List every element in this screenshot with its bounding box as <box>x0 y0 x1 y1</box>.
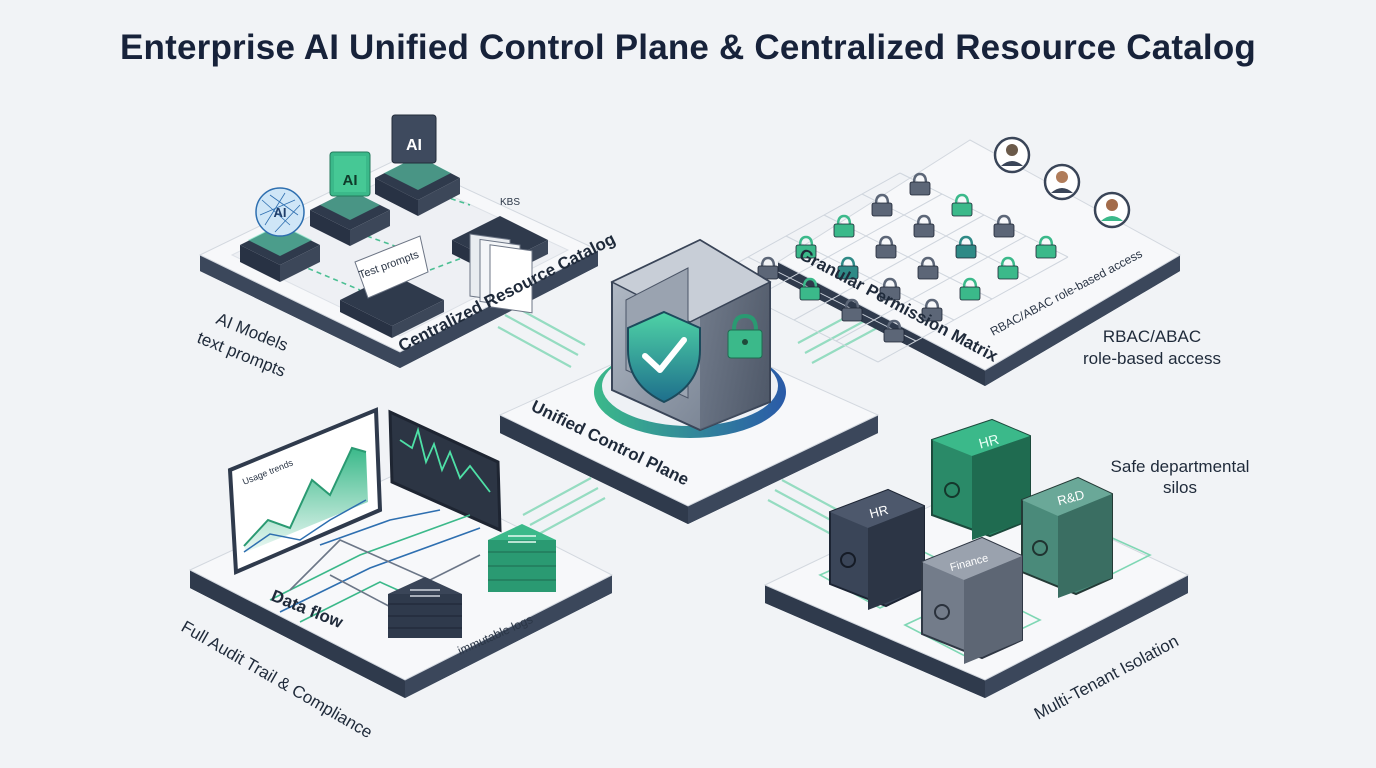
vault-hr-green-label: HR <box>977 431 1001 452</box>
vault-rnd: R&D <box>1021 476 1113 598</box>
vault-hr-dark-label: HR <box>868 502 890 521</box>
ai-chip-green: AI <box>310 151 390 246</box>
permission-lock-grid <box>709 172 1069 363</box>
lock-icon <box>917 256 939 280</box>
lock-icon <box>955 235 977 259</box>
lock-icon <box>757 256 779 280</box>
lock-icon <box>959 277 981 301</box>
avatar-1 <box>993 136 1031 174</box>
vault-rnd-label: R&D <box>1056 487 1086 509</box>
connector-catalog <box>497 304 586 368</box>
lock-icon <box>833 214 855 238</box>
lock-icon <box>837 256 859 280</box>
kb-doc-label: KBS <box>500 197 520 208</box>
lock-icon <box>883 319 905 343</box>
lock-icon <box>875 235 897 259</box>
ai-chip-dark-label: AI <box>406 137 422 154</box>
trend-monitor: Usage trends <box>227 407 383 575</box>
connector-audit <box>522 477 606 536</box>
vault-finance: Finance <box>921 536 1023 664</box>
lock-icon <box>799 277 821 301</box>
data-flow-arrows <box>269 509 481 623</box>
lock-icon <box>1035 235 1057 259</box>
signal-monitor <box>388 409 502 533</box>
shield-check-icon <box>627 310 701 404</box>
vault-hr-green: HR <box>931 418 1031 540</box>
avatar-2 <box>1043 163 1081 201</box>
tenants-side-label-2: silos <box>1163 478 1197 497</box>
lock-icon <box>997 256 1019 280</box>
avatar-3 <box>1093 191 1131 229</box>
neural-ai-chip: AI <box>240 187 320 282</box>
page-title: Enterprise AI Unified Control Plane & Ce… <box>119 28 1256 67</box>
kb-documents: KBS <box>452 197 548 314</box>
lock-icon <box>841 298 863 322</box>
ai-chip-dark: AI <box>375 114 460 216</box>
lock-icon <box>871 193 893 217</box>
lock-icon <box>993 214 1015 238</box>
permissions-side-label-1: RBAC/ABAC <box>1103 327 1201 346</box>
lock-icon <box>879 277 901 301</box>
padlock-icon <box>727 313 763 359</box>
lock-icon <box>921 298 943 322</box>
connector-tenants <box>767 479 846 535</box>
lock-icon <box>913 214 935 238</box>
lock-icon <box>951 193 973 217</box>
log-stack-dark <box>388 577 462 638</box>
ai-chip-label: AI <box>343 172 358 189</box>
lock-icon <box>795 235 817 259</box>
neural-ai-label: AI <box>274 205 287 220</box>
lock-icon <box>909 172 931 196</box>
permissions-side-label-2: role-based access <box>1083 349 1221 368</box>
tenants-side-label-1: Safe departmental <box>1111 457 1250 476</box>
log-stack-green <box>488 524 556 592</box>
